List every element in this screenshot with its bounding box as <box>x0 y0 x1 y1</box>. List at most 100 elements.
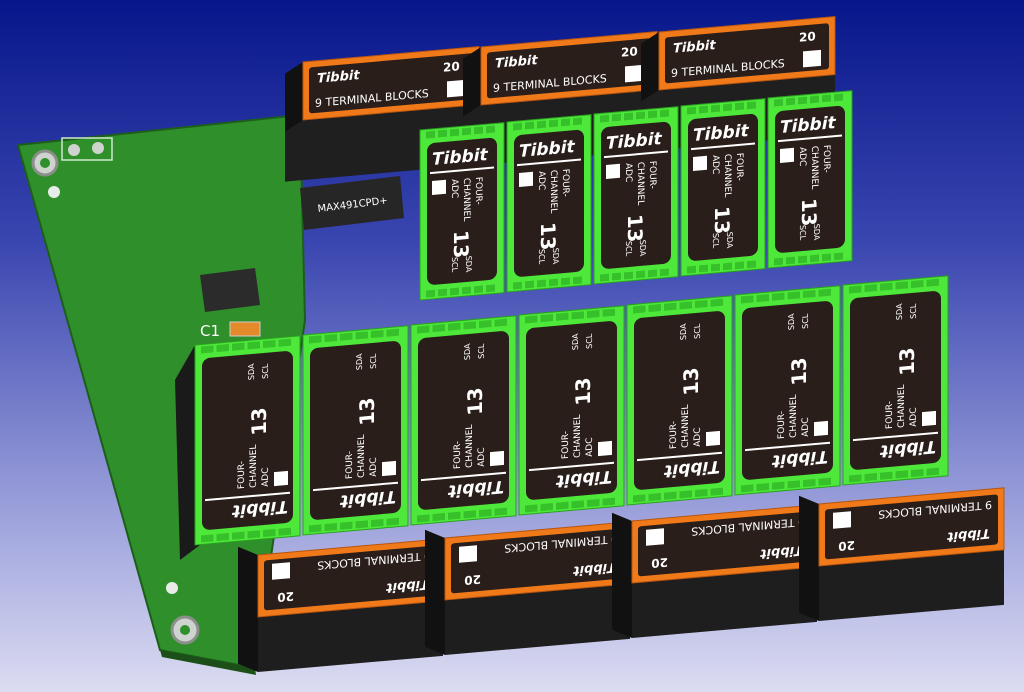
brand-label: Tibbit <box>693 121 750 146</box>
brand-label: Tibbit <box>339 486 396 511</box>
pin-scl: SCL <box>711 233 720 249</box>
pin-sda: SDA <box>679 323 688 341</box>
module-line3: ADC <box>585 437 595 457</box>
pin-scl: SCL <box>624 241 633 257</box>
pin-sda: SDA <box>551 247 560 265</box>
brand-label: Tibbit <box>673 38 716 57</box>
module-line3: ADC <box>693 427 703 447</box>
module-number: 13 <box>710 205 734 235</box>
module-number: 13 <box>623 213 647 243</box>
module-line3: ADC <box>909 407 919 427</box>
module-line2: CHANNEL <box>722 154 732 198</box>
datamatrix-code <box>833 511 851 529</box>
module-number: 13 <box>355 397 379 427</box>
brand-label: Tibbit <box>231 496 288 521</box>
datamatrix-code <box>272 562 290 580</box>
module-line2: CHANNEL <box>461 178 471 222</box>
brand-label: Tibbit <box>386 576 429 595</box>
module-line2: CHANNEL <box>573 414 583 458</box>
brand-label: Tibbit <box>947 525 990 544</box>
module-line2: CHANNEL <box>809 146 819 190</box>
brand-label: Tibbit <box>663 456 720 481</box>
pin-sda: SDA <box>247 363 256 381</box>
pin-sda: SDA <box>812 223 821 241</box>
datamatrix-code <box>519 171 533 187</box>
module-line1: FOUR- <box>777 411 787 440</box>
module-line3: ADC <box>801 417 811 437</box>
module-line1: FOUR- <box>647 160 657 189</box>
pin-scl: SCL <box>909 303 918 319</box>
module-line2: CHANNEL <box>635 162 645 206</box>
module-number: 13 <box>449 229 473 259</box>
module-line1: FOUR- <box>237 461 247 490</box>
brand-label: Tibbit <box>495 53 538 72</box>
brand-label: Tibbit <box>447 476 504 501</box>
block-number: 20 <box>838 538 855 553</box>
module-line1: FOUR- <box>560 168 570 197</box>
datamatrix-code <box>803 49 821 68</box>
module-line3: ADC <box>797 147 807 167</box>
pin-scl: SCL <box>369 353 378 369</box>
datamatrix-code <box>432 179 446 195</box>
datamatrix-code <box>274 470 288 487</box>
pin-sda: SDA <box>355 353 364 371</box>
module-line2: CHANNEL <box>789 394 799 438</box>
brand-label: Tibbit <box>519 137 576 162</box>
pin-sda: SDA <box>787 313 796 331</box>
pin-sda: SDA <box>725 231 734 249</box>
module-number: 13 <box>797 197 821 227</box>
brand-label: Tibbit <box>606 129 663 154</box>
pin-sda: SDA <box>463 343 472 361</box>
pin-scl: SCL <box>585 333 594 349</box>
module-line1: FOUR- <box>669 421 679 450</box>
module-line1: FOUR- <box>453 441 463 470</box>
datamatrix-code <box>459 545 477 563</box>
module-number: 13 <box>247 407 271 437</box>
block-number: 20 <box>799 29 816 44</box>
brand-label: Tibbit <box>771 446 828 471</box>
datamatrix-code <box>447 79 465 98</box>
module-number: 13 <box>536 221 560 251</box>
module-line3: ADC <box>261 467 271 487</box>
pin-scl: SCL <box>693 323 702 339</box>
brand-label: Tibbit <box>573 559 616 578</box>
pin-scl: SCL <box>801 313 810 329</box>
module-line1: FOUR- <box>885 401 895 430</box>
brand-label: Tibbit <box>432 145 489 170</box>
module-line3: ADC <box>369 457 379 477</box>
brand-label: Tibbit <box>555 466 612 491</box>
module-line3: ADC <box>536 171 546 191</box>
datamatrix-code <box>780 147 794 163</box>
block-number: 20 <box>277 589 294 604</box>
module-number: 13 <box>463 387 487 417</box>
module-line2: CHANNEL <box>681 404 691 448</box>
module-line2: CHANNEL <box>465 424 475 468</box>
module-line1: FOUR- <box>473 176 483 205</box>
pin-scl: SCL <box>261 363 270 379</box>
module-line3: ADC <box>449 179 459 199</box>
datamatrix-code <box>693 155 707 171</box>
pin-scl: SCL <box>537 249 546 265</box>
module-line2: CHANNEL <box>249 444 259 488</box>
module-line3: ADC <box>623 163 633 183</box>
pin-sda: SDA <box>571 333 580 351</box>
module-number: 13 <box>679 367 703 397</box>
capacitor <box>229 321 261 337</box>
block-number: 20 <box>621 44 638 59</box>
